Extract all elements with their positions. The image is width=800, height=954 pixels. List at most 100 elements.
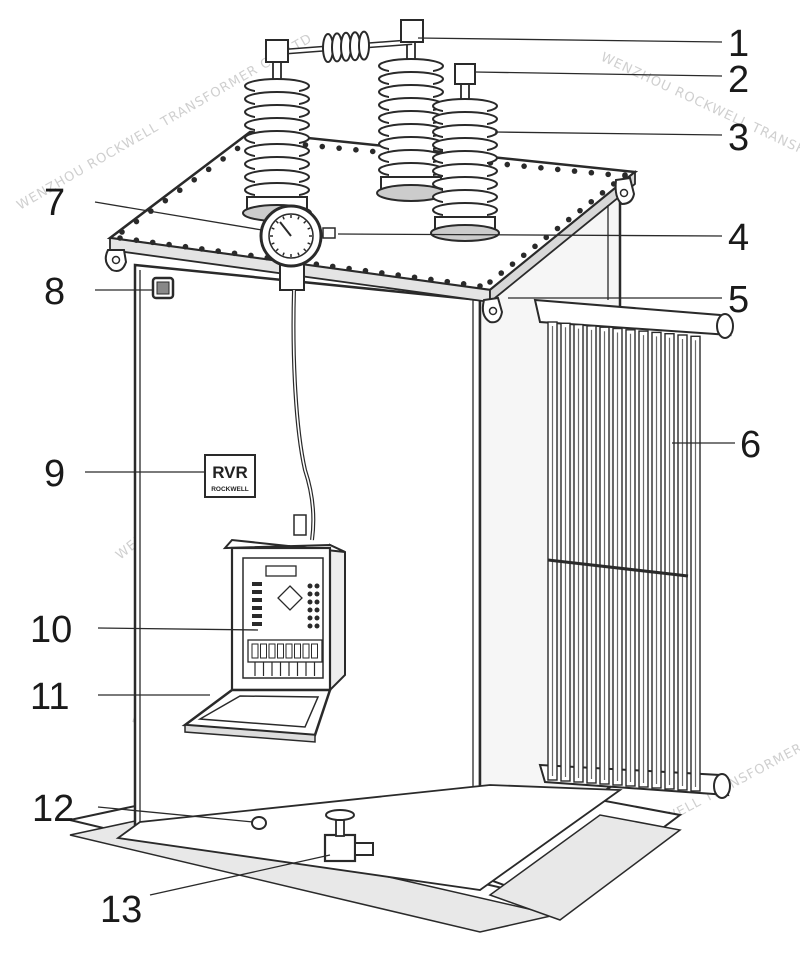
- gauge-tick: [297, 252, 300, 256]
- cover-bolt: [234, 145, 241, 152]
- gauge-tick: [303, 248, 307, 252]
- terminal: [294, 643, 301, 659]
- panel-led: [307, 615, 313, 621]
- terminal: [285, 643, 293, 659]
- bushing-core: [255, 190, 299, 197]
- panel-led: [314, 623, 320, 629]
- bushing-core: [389, 157, 433, 164]
- bushing-core: [389, 79, 433, 86]
- drain-plug: [251, 816, 267, 830]
- drain-plug-body: [251, 816, 267, 830]
- terminal-strip: [251, 643, 318, 676]
- leader-13: [149, 854, 331, 896]
- arrester-disc: [358, 30, 370, 61]
- cabinet-top: [222, 538, 346, 553]
- hv-bushings: [242, 41, 500, 242]
- terminal: [311, 643, 318, 659]
- cover-bolt: [149, 239, 156, 246]
- tank-floor-plate: [115, 784, 623, 891]
- pressure-relief: [151, 276, 175, 300]
- cover-bolt: [554, 225, 561, 232]
- bushing-core: [255, 99, 299, 106]
- panel-led: [314, 599, 320, 605]
- bushing-core: [255, 125, 299, 132]
- nameplate-brand: ROCKWELL: [211, 486, 249, 493]
- cover-rim-right: [489, 170, 636, 304]
- cover-bolt: [117, 235, 123, 241]
- panel-led: [314, 583, 320, 589]
- panel-led: [307, 623, 313, 629]
- cover-bolt: [379, 270, 385, 276]
- panel-keypad: [277, 585, 303, 611]
- cover-bolt: [346, 265, 352, 272]
- bushing-core: [443, 197, 487, 204]
- lug-hole: [619, 188, 629, 198]
- bushing-core: [389, 118, 433, 125]
- terminal: [277, 643, 284, 659]
- nameplate-logo: RVR: [212, 463, 248, 482]
- panel-indicator: [252, 614, 262, 618]
- gauge-bracket: [322, 227, 336, 239]
- bushing-terminal: [454, 63, 476, 85]
- cover-bolt: [220, 156, 226, 162]
- terminal: [268, 643, 276, 659]
- gauge-tick: [271, 242, 275, 245]
- cover-bolt: [119, 229, 125, 235]
- cover-bolt: [444, 278, 451, 285]
- callout-7: 7: [44, 182, 65, 224]
- cover-bolt: [176, 187, 183, 194]
- bushing-core: [389, 66, 433, 73]
- drain-valve: [323, 809, 374, 863]
- cover-bolt: [460, 281, 467, 287]
- cover-bolt: [622, 173, 628, 179]
- gauge-tick: [271, 227, 275, 230]
- cover-bolt: [248, 252, 254, 259]
- cover-bolt: [411, 274, 418, 281]
- bushing-core: [443, 158, 487, 165]
- panel-indicator: [252, 622, 262, 626]
- bushing-core: [255, 138, 299, 145]
- gauge-tick: [297, 216, 300, 220]
- gauge-tick: [282, 252, 285, 256]
- cover-bolt: [538, 165, 544, 171]
- tank: [115, 187, 623, 891]
- cover-bolt: [554, 166, 561, 173]
- radiator-fins: [547, 321, 701, 792]
- radiator-header-cap: [713, 773, 731, 799]
- cover-bolt: [336, 145, 342, 151]
- bushing-core: [255, 177, 299, 184]
- surge-arrester: [322, 30, 370, 63]
- valve-body: [323, 833, 357, 863]
- nameplate: RVR ROCKWELL: [204, 454, 256, 498]
- bushing-core: [443, 119, 487, 126]
- cover-bolt: [532, 243, 538, 250]
- leader-2: [474, 71, 723, 77]
- panel-led: [307, 599, 313, 605]
- leader-12: [97, 806, 254, 823]
- cabinet-door-inner: [197, 695, 320, 728]
- bushing-right: [430, 81, 500, 242]
- panel-indicator: [252, 606, 262, 610]
- cover-bolt: [543, 234, 550, 241]
- leader-1: [417, 37, 723, 43]
- bushing-core: [255, 86, 299, 93]
- cover-bolt: [313, 261, 320, 267]
- panel-led: [307, 583, 313, 589]
- gauge-cable-inner: [292, 289, 315, 541]
- lifting-lug: [481, 296, 504, 324]
- gauge-tick: [307, 227, 311, 230]
- callout-6: 6: [740, 424, 761, 466]
- gauge-tick: [282, 216, 285, 220]
- bushing-core: [255, 164, 299, 171]
- cover-bolt: [231, 250, 238, 257]
- cover-bolt: [205, 166, 212, 173]
- terminal: [302, 643, 310, 659]
- terminal: [251, 643, 259, 659]
- panel-indicators: [252, 582, 320, 629]
- bushing-core: [389, 144, 433, 151]
- bushing-core: [443, 210, 487, 217]
- panel-indicator: [252, 582, 262, 586]
- valve-outlet: [354, 842, 374, 856]
- cover-bolt: [487, 279, 493, 285]
- leader-10: [97, 627, 259, 631]
